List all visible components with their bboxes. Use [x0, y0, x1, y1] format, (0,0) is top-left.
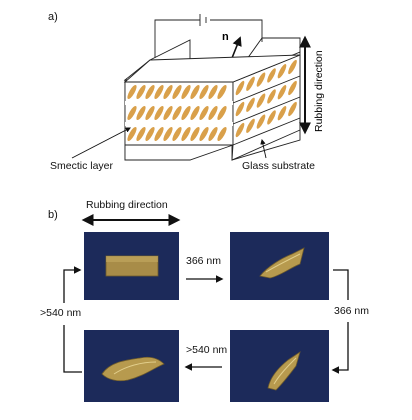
mesogen — [145, 84, 155, 100]
photo-initial-film — [84, 232, 179, 300]
mesogen — [199, 105, 209, 121]
photo-curled-film — [84, 330, 179, 402]
mesogen — [217, 105, 227, 121]
mesogen — [181, 105, 191, 121]
mesogen — [136, 126, 146, 142]
glass-substrate-callout — [260, 138, 267, 159]
mesogen — [256, 72, 266, 87]
photo-bent-film-2 — [230, 330, 329, 402]
mesogen — [277, 106, 287, 121]
rubbing-direction-label-b: Rubbing direction — [86, 199, 168, 211]
mesogen — [235, 101, 245, 117]
mesogen — [208, 126, 218, 142]
mesogen — [127, 126, 137, 142]
mesogen — [256, 93, 266, 108]
mesogen — [288, 80, 297, 96]
bottom-arrow-label: >540 nm — [186, 344, 228, 356]
mesogen — [181, 84, 191, 100]
mesogen — [163, 126, 173, 142]
mesogen — [246, 118, 255, 133]
mesogen — [217, 126, 227, 142]
mesogen — [288, 101, 297, 117]
mesogen — [163, 84, 173, 100]
mesogen — [145, 105, 155, 121]
mesogen — [208, 84, 218, 100]
photo-bent-film-1 — [230, 232, 329, 300]
mesogen — [190, 126, 200, 142]
mesogen — [127, 105, 137, 121]
mesogen — [127, 84, 137, 100]
arrow-right — [333, 269, 349, 300]
mesogen — [267, 68, 276, 83]
mesogen — [235, 80, 245, 96]
rubbing-direction-label-a: Rubbing direction — [313, 50, 325, 132]
right-arrow-label: 366 nm — [334, 305, 370, 317]
mesogen — [190, 105, 200, 121]
top-arrow-label: 366 nm — [186, 255, 222, 267]
panel-b-label: b) — [48, 209, 58, 221]
mesogen — [154, 126, 164, 142]
mesogen — [145, 126, 155, 142]
mesogen — [277, 85, 287, 100]
mesogen — [256, 114, 266, 129]
mesogen — [172, 84, 182, 100]
mesogen — [172, 126, 182, 142]
arrow-left — [63, 325, 82, 373]
left-arrow-label: >540 nm — [40, 307, 82, 319]
mesogen — [199, 84, 209, 100]
mesogen — [181, 126, 191, 142]
mesogen — [163, 105, 173, 121]
mesogen — [246, 97, 255, 112]
smectic-layer-label: Smectic layer — [50, 160, 114, 172]
smectic-layer-callout — [71, 127, 131, 159]
director-label: n — [222, 31, 229, 43]
mesogen — [208, 105, 218, 121]
glass-substrate-label: Glass substrate — [242, 160, 315, 172]
mesogen-ellipses — [127, 59, 297, 142]
battery-wire — [154, 14, 263, 58]
mesogen — [172, 105, 182, 121]
mesogen — [277, 64, 287, 79]
panel-a-label: a) — [48, 11, 58, 23]
director-arrow — [231, 36, 242, 59]
mesogen — [136, 105, 146, 121]
mesogen — [136, 84, 146, 100]
mesogen — [288, 59, 297, 75]
mesogen — [235, 122, 245, 138]
mesogen — [267, 110, 276, 125]
mesogen — [246, 76, 255, 91]
mesogen — [154, 105, 164, 121]
mesogen — [217, 84, 227, 100]
mesogen — [190, 84, 200, 100]
mesogen — [267, 89, 276, 104]
mesogen — [199, 126, 209, 142]
mesogen — [154, 84, 164, 100]
